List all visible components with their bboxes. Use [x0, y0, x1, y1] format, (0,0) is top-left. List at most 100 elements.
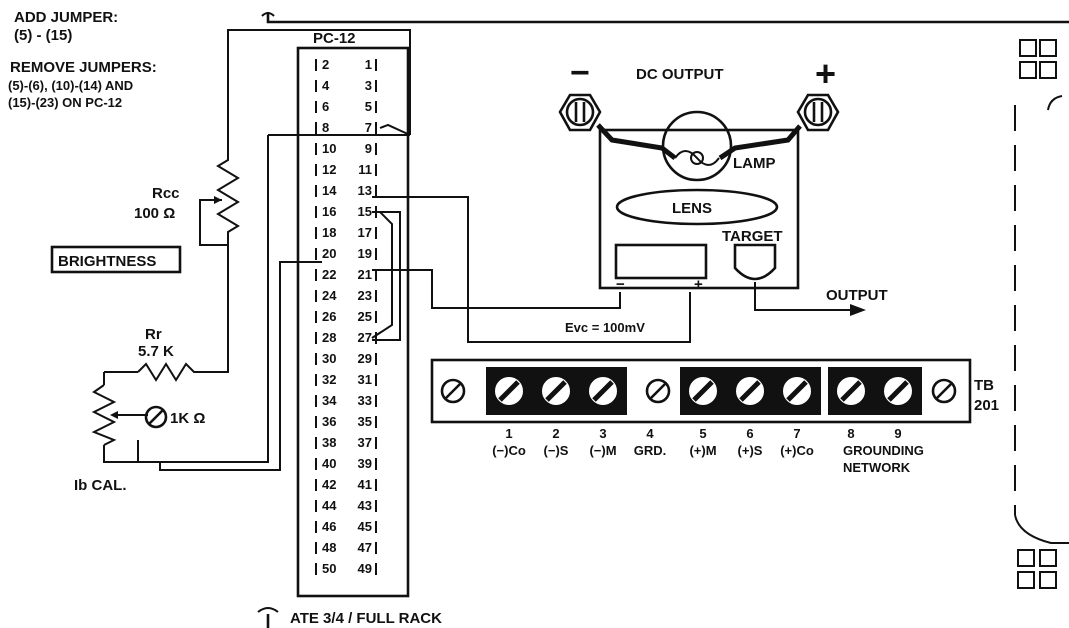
dc-output-plus: +: [815, 53, 836, 94]
cal-label: Ib CAL.: [74, 477, 127, 494]
tb-ground-screw-icon: [645, 378, 671, 404]
terminal-number: 4: [646, 426, 654, 441]
pin-label-left: 46: [322, 519, 336, 534]
pin-label-right: 43: [358, 498, 372, 513]
pin-label-left: 8: [322, 120, 329, 135]
rack-frame: ATE 3/4 / FULL RACK: [257, 12, 1069, 628]
pin-label-left: 14: [322, 183, 337, 198]
pin-label-right: 3: [365, 78, 372, 93]
remove-jumpers-line1: (5)-(6), (10)-(14) AND: [8, 78, 133, 93]
terminal-number: 2: [552, 426, 559, 441]
terminal-screw-icon: [882, 375, 914, 407]
pin-label-left: 26: [322, 309, 336, 324]
pin-label-right: 25: [358, 309, 372, 324]
rr-value: 5.7 K: [138, 343, 174, 360]
pin-label-right: 1: [365, 57, 372, 72]
pin-label-right: 9: [365, 141, 372, 156]
minus-terminal-screw: [558, 93, 602, 132]
pin-label-right: 15: [358, 204, 372, 219]
pin-row: 34 33: [315, 393, 377, 408]
pin-label-right: 29: [358, 351, 372, 366]
rr-resistor: Rr 5.7 K: [137, 326, 200, 382]
brightness-label-box: BRIGHTNESS: [50, 245, 182, 274]
lamp-label: LAMP: [733, 155, 776, 172]
pin-label-right: 39: [358, 456, 372, 471]
pin-label-right: 37: [358, 435, 372, 450]
network-label: NETWORK: [843, 460, 911, 475]
pin-label-right: 35: [358, 414, 372, 429]
terminal-screw-icon: [734, 375, 766, 407]
tb-number: 201: [974, 397, 999, 414]
rack-label: ATE 3/4 / FULL RACK: [290, 610, 442, 627]
pin-label-left: 32: [322, 372, 336, 387]
terminal-number: 8: [847, 426, 854, 441]
dc-output-minus: −: [570, 54, 590, 92]
pin-label-left: 18: [322, 225, 336, 240]
pin-label-left: 12: [322, 162, 336, 177]
pin-label-right: 41: [358, 477, 372, 492]
remove-jumpers-line2: (15)-(23) ON PC-12: [8, 95, 122, 110]
pc12-title: PC-12: [313, 30, 356, 47]
ib-cal-potentiometer: 1K Ω Ib CAL.: [74, 384, 205, 494]
evc-label: Evc = 100mV: [565, 320, 645, 335]
pin-label-right: 33: [358, 393, 372, 408]
terminal-screw-icon: [835, 375, 867, 407]
add-jumper-title: ADD JUMPER:: [14, 9, 118, 26]
rack-connector-top: [1019, 39, 1057, 79]
pin-label-left: 10: [322, 141, 336, 156]
cell-plus: +: [694, 276, 703, 293]
tb-name: TB: [974, 377, 994, 394]
jumper-notes: ADD JUMPER: (5) - (15) REMOVE JUMPERS: (…: [8, 9, 157, 110]
pin-label-left: 42: [322, 477, 336, 492]
terminal-number: 7: [793, 426, 800, 441]
brightness-label: BRIGHTNESS: [58, 253, 156, 270]
terminal-screw-icon: [493, 375, 525, 407]
pin-label-left: 34: [322, 393, 337, 408]
terminal-block-tb201: TB 201 1(−)Co2(−)S3(−)M4GRD.5(+)M6(+)S7(…: [430, 358, 999, 475]
terminal-label: (+)S: [738, 443, 763, 458]
target-label: TARGET: [722, 228, 783, 245]
pin-label-left: 2: [322, 57, 329, 72]
pin-label-left: 50: [322, 561, 336, 576]
lamp-icon: LAMP: [661, 110, 776, 182]
terminal-label: (−)Co: [492, 443, 526, 458]
rack-connector-bottom: [1017, 549, 1057, 589]
terminal-label: (+)Co: [780, 443, 814, 458]
remove-jumpers-title: REMOVE JUMPERS:: [10, 59, 157, 76]
pin-label-left: 4: [322, 78, 330, 93]
terminal-label: GRD.: [634, 443, 667, 458]
dc-output-section: DC OUTPUT − + LAMP LENS −: [558, 53, 888, 335]
output-label: OUTPUT: [826, 287, 888, 304]
pin-row: 14 13: [315, 183, 377, 198]
terminal-number: 1: [505, 426, 512, 441]
terminal-screw-icon: [587, 375, 619, 407]
terminal-screw-icon: [540, 375, 572, 407]
dc-output-title: DC OUTPUT: [636, 66, 724, 83]
pin-row: 42 41: [315, 477, 377, 492]
terminal-label: (+)M: [689, 443, 716, 458]
plus-terminal-screw: [796, 93, 840, 132]
pin-label-right: 17: [358, 225, 372, 240]
terminal-label: (−)M: [589, 443, 616, 458]
pin-label-right: 13: [358, 183, 372, 198]
terminal-screw-icon: [687, 375, 719, 407]
tb-terminals: [440, 367, 957, 415]
terminal-number: 5: [699, 426, 706, 441]
